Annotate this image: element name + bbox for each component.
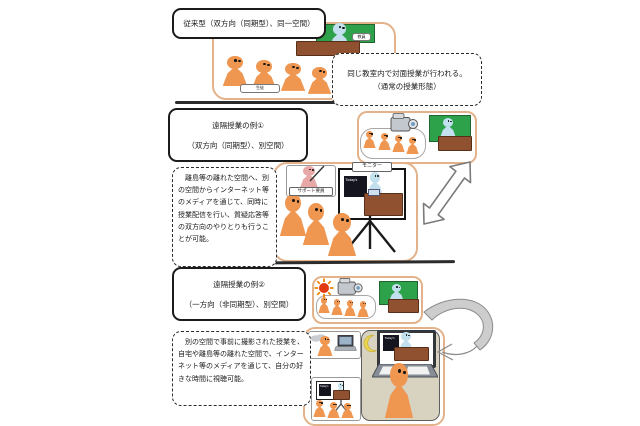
student-figure: [280, 63, 306, 91]
sec2-monitor-desk: [364, 193, 403, 216]
sec1-teacher-label: 教員: [352, 33, 371, 41]
video-camera-icon: [335, 277, 363, 297]
student-figure: [307, 67, 332, 94]
sec1-callout-line2: （通常の授業形態）: [373, 81, 441, 91]
student-figure: [313, 400, 326, 417]
student-figure: [317, 336, 333, 356]
sec3-laptop-desk: [394, 347, 429, 361]
sec3-description: 別の空間で事前に撮影された授業を、自宅や離島等の離れた空間で、インターネット等の…: [178, 339, 304, 383]
section-divider: [175, 101, 447, 104]
student-figure: [302, 203, 330, 245]
sec3-group-display-board: Today's: [319, 384, 331, 396]
sec2-monitor-laptop-icon: [368, 189, 380, 196]
sec3-laptop-board: Today's: [383, 335, 399, 351]
student-figure: [384, 363, 414, 418]
sec3-title-line1: 遠隔授業の例②: [213, 279, 265, 289]
student-figure: [327, 402, 340, 418]
sec3-teacher-desk: [388, 299, 419, 313]
student-figure: [363, 131, 376, 148]
sec2-monitor-label: モニター: [352, 162, 392, 172]
two-way-arrow-icon: [414, 154, 480, 232]
sec2-title-line1: 遠隔授業の例①: [212, 120, 264, 130]
sun-icon: [314, 278, 334, 298]
sec1-title: 従来型（双方向（同期型）、同一空間）: [183, 19, 315, 28]
student-figure: [331, 299, 343, 315]
sec3-description-box: 別の空間で事前に撮影された授業を、自宅や離島等の離れた空間で、インターネット等の…: [172, 331, 311, 406]
sec2-title-line2: （双方向（同期型）、別空間）: [187, 140, 289, 150]
moon-icon: [363, 334, 378, 353]
student-figure: [222, 56, 248, 86]
sec2-teacher-figure: [439, 118, 457, 139]
student-figure: [344, 300, 356, 316]
sec3-laptop-board-text: Today's: [384, 335, 395, 340]
student-figure: [318, 297, 330, 313]
laptop-icon: [334, 335, 357, 352]
student-figure: [406, 137, 419, 154]
sec2-title-box: 遠隔授業の例① （双方向（同期型）、別空間）: [168, 108, 308, 162]
sec1-title-box: 従来型（双方向（同期型）、同一空間）: [172, 8, 326, 39]
sec3-teacher-figure: [388, 284, 405, 303]
sec3-students-outline: [316, 295, 376, 319]
sec2-monitor-board: Today's: [344, 176, 367, 197]
student-figure: [327, 213, 357, 256]
sec1-teacher-desk: [296, 41, 360, 56]
student-figure: [392, 135, 405, 152]
support-staff-figure: [299, 166, 319, 189]
sec1-callout: 同じ教室内で対面授業が行われる。 （通常の授業形態）: [332, 53, 482, 106]
pointer-stick-icon: [300, 164, 326, 184]
sec3-title-line2: （一方向（非同期型）、別空間）: [184, 299, 294, 309]
sec2-description: 離島等の離れた空間へ、別の空間からインターネット等のメディアを通じて、同時に授業…: [178, 175, 269, 244]
sec2-description-box: 離島等の離れた空間へ、別の空間からインターネット等のメディアを通じて、同時に授業…: [172, 167, 277, 267]
curved-arrow-icon: [418, 294, 498, 364]
student-figure: [357, 301, 369, 317]
sec1-students-label: 生徒: [240, 84, 280, 93]
sec3-title-box: 遠隔授業の例② （一方向（非同期型）、別空間）: [172, 267, 306, 321]
sec1-callout-line1: 同じ教室内で対面授業が行われる。: [347, 68, 467, 78]
sec3-group-display-desk: [333, 390, 350, 400]
sec3-group-display-text: Today's: [320, 385, 329, 388]
sec2-support-label: サポート要員: [289, 187, 333, 196]
sec2-monitor-board-text: Today's: [345, 177, 358, 182]
student-figure: [378, 133, 391, 150]
sec2-teacher-desk: [438, 136, 472, 151]
student-figure: [279, 194, 307, 236]
video-camera-icon: [388, 112, 418, 134]
student-figure: [341, 403, 354, 418]
